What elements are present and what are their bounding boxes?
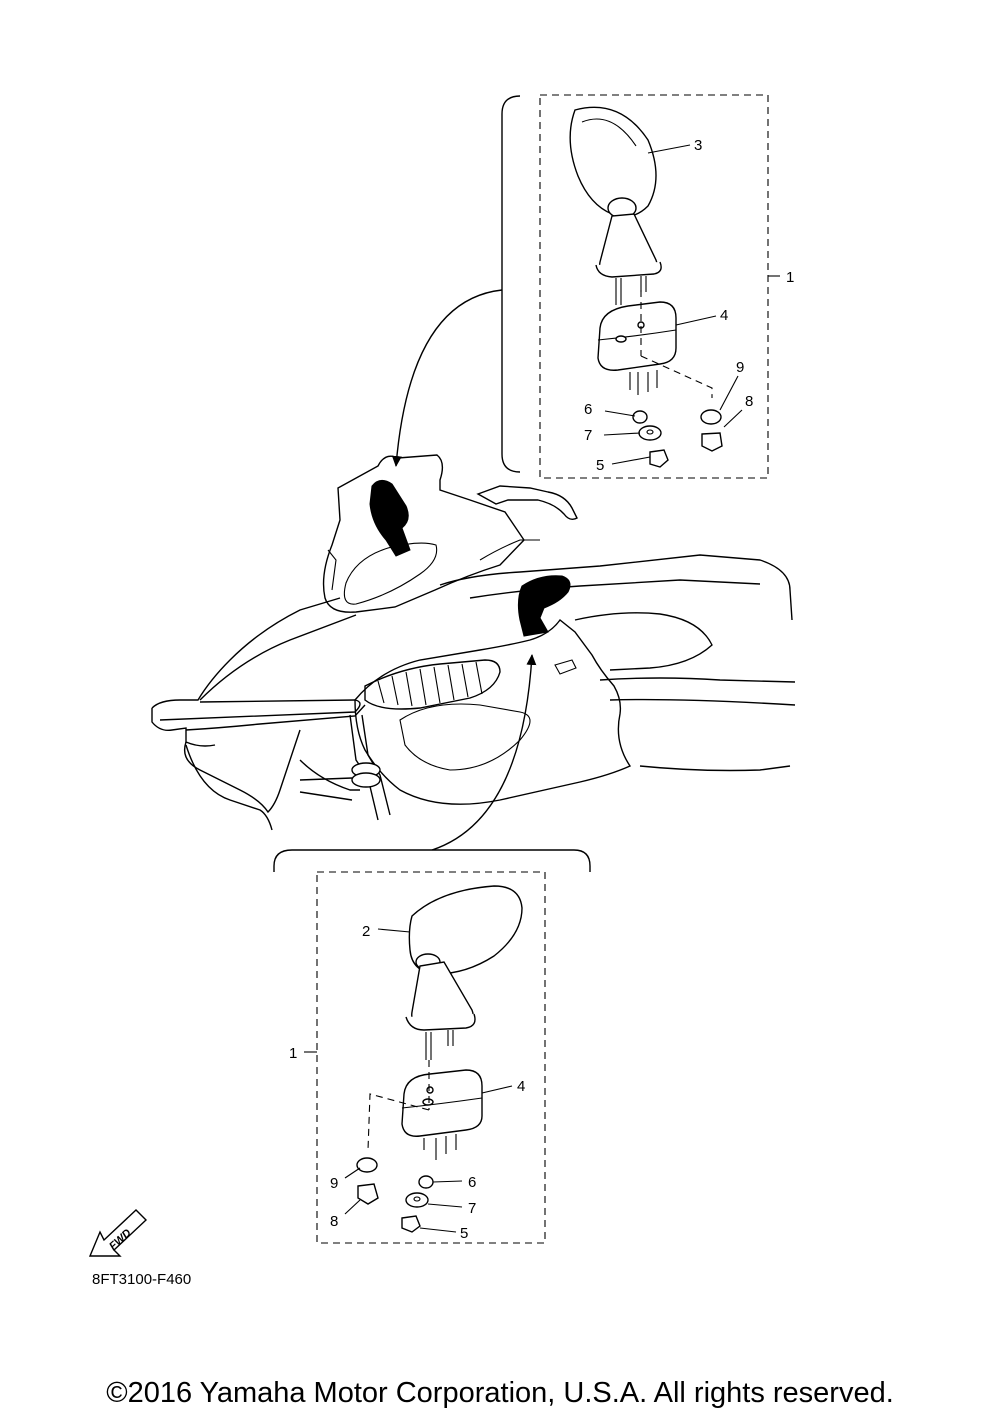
callout-lower-5: 5 — [460, 1225, 468, 1242]
lower-dashed-box — [316, 871, 546, 1244]
lower-bracket — [273, 849, 591, 872]
left-mirror-part — [405, 885, 523, 1060]
lower-hardware — [356, 1157, 434, 1233]
right-mirror-part — [569, 106, 662, 305]
callout-lower-9: 9 — [330, 1175, 338, 1192]
callout-upper-1: 1 — [786, 269, 794, 286]
snowmobile-body — [151, 454, 796, 831]
callout-lower-7: 7 — [468, 1200, 476, 1217]
lower-detail-group: 2 1 4 9 6 7 8 5 — [273, 849, 591, 1244]
callout-lower-8: 8 — [330, 1213, 338, 1230]
callout-upper-8: 8 — [745, 393, 753, 410]
upper-detail-group: 3 1 4 9 6 8 7 5 — [501, 94, 794, 479]
mounted-mirrors — [369, 480, 571, 637]
callout-upper-7: 7 — [584, 427, 592, 444]
right-mounted-mirror — [517, 575, 571, 637]
right-mirror-base-part — [597, 290, 713, 398]
callout-upper-9: 9 — [736, 359, 744, 376]
lower-connector-arrow — [431, 654, 537, 851]
fwd-arrow-icon: FWD — [88, 1209, 148, 1257]
callout-upper-3: 3 — [694, 137, 702, 154]
callout-upper-5: 5 — [596, 457, 604, 474]
callout-upper-6: 6 — [584, 401, 592, 418]
callout-lower-2: 2 — [362, 923, 370, 940]
upper-bracket — [501, 95, 521, 473]
left-mounted-mirror — [369, 480, 411, 557]
left-mirror-base-part — [367, 1060, 483, 1160]
callout-lower-1: 1 — [289, 1045, 297, 1062]
callout-lower-6: 6 — [468, 1174, 476, 1191]
upper-dashed-box — [539, 94, 769, 479]
upper-hardware — [632, 409, 723, 468]
upper-connector-arrow — [391, 289, 503, 467]
copyright-notice: ©2016 Yamaha Motor Corporation, U.S.A. A… — [106, 1377, 894, 1409]
callout-upper-4: 4 — [720, 307, 728, 324]
diagram-code: 8FT3100-F460 — [92, 1271, 192, 1288]
callout-lower-4: 4 — [517, 1078, 525, 1095]
